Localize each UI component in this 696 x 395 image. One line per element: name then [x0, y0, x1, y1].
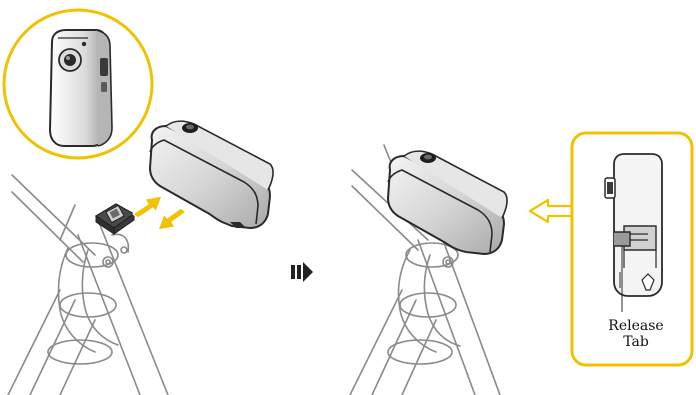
yellow-double-arrow-icon: [133, 196, 186, 230]
release-tab-label-line2: Tab: [596, 334, 676, 350]
yellow-left-arrow-icon: [530, 200, 574, 222]
release-tab-label-line1: Release: [596, 318, 676, 334]
camera-inset: [4, 10, 152, 158]
camera-device-left: [150, 121, 273, 228]
double-chevron-right-icon: [291, 262, 313, 282]
